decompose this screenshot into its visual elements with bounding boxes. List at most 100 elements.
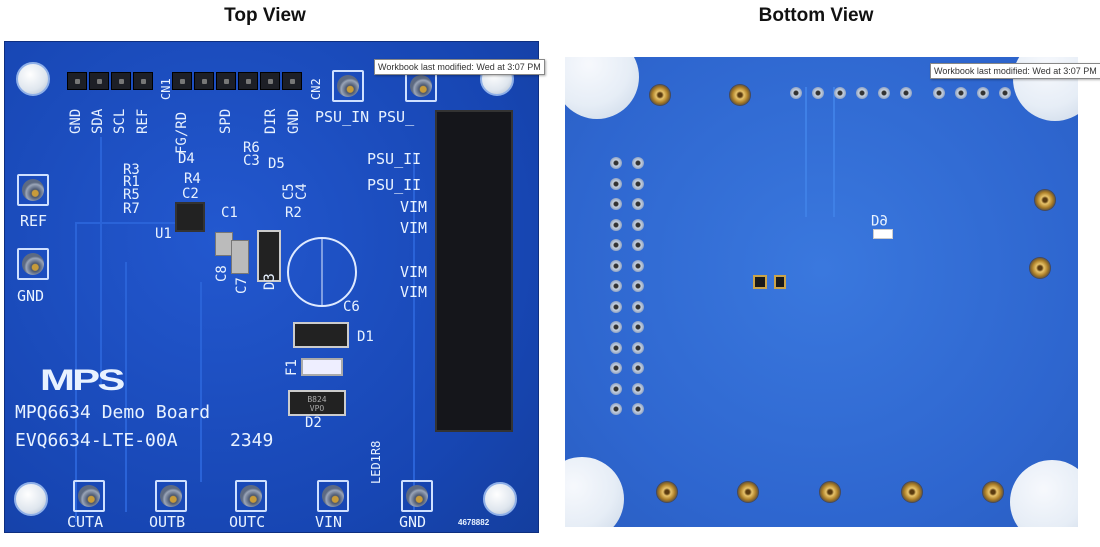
silk-label: C3 (243, 153, 260, 169)
bottom-view-board-photo: D9 (565, 57, 1078, 527)
pin-pad (632, 239, 644, 251)
test-point (155, 480, 187, 512)
pin-pad (632, 362, 644, 374)
silk-label: REF (20, 212, 48, 230)
silk-label: VIN (315, 513, 343, 531)
test-point (73, 480, 105, 512)
silk-label: C4 (294, 183, 310, 200)
pin-pad (632, 321, 644, 333)
silk-label: PSU_IN (315, 108, 370, 126)
ic-u1 (175, 202, 205, 232)
pin-pad (632, 280, 644, 292)
pin-pad (632, 218, 644, 231)
top-view-board-photo: GND SDA SCL REF CN1 FG/RD SPD DIR GND CN… (5, 42, 538, 532)
tooltip: Workbook last modified: Wed at 3:07 PM (930, 63, 1100, 79)
pin-pad (610, 239, 622, 251)
serial-number: 4678882 (458, 518, 490, 527)
fuse-f1 (301, 358, 343, 376)
pin-pad (812, 87, 824, 99)
pin-pad (977, 87, 989, 99)
silk-label: D1 (357, 329, 374, 345)
silk-label: CN1 (159, 78, 173, 100)
tooltip: Workbook last modified: Wed at 3:07 PM (374, 59, 545, 75)
pin-pad (610, 280, 622, 292)
silk-label: SCL (112, 108, 128, 134)
mounting-hole (16, 62, 50, 96)
pin-pad (955, 87, 967, 99)
pin-pad (790, 87, 802, 99)
pin-pad (610, 362, 622, 374)
silk-label: D3 (262, 273, 278, 290)
silk-label: OUTB (149, 513, 186, 531)
silk-label: PSU_II (367, 150, 422, 168)
date-code: 2349 (230, 430, 274, 451)
test-point (317, 480, 349, 512)
silk-label: PSU_ (378, 108, 415, 126)
silk-label: C1 (221, 205, 238, 221)
pin-pad (999, 87, 1011, 99)
pin-pad (610, 300, 622, 313)
silk-label: GND (17, 287, 45, 305)
silk-label: D4 (178, 151, 195, 167)
silk-label: R6 (243, 140, 260, 156)
silk-label: U1 (155, 226, 172, 242)
pin-pad (632, 259, 644, 272)
pin-pad (632, 403, 644, 415)
top-view-title: Top View (224, 5, 306, 26)
pin-pad (610, 382, 622, 395)
silk-label: LED1R8 (369, 440, 383, 484)
diode-d3 (257, 230, 281, 282)
silk-label: R7 (123, 201, 140, 217)
test-point (401, 480, 433, 512)
pin-pad (878, 87, 890, 99)
pin-pad (632, 382, 644, 395)
silk-label: F1 (284, 359, 300, 376)
pin-pad (610, 341, 622, 354)
silk-label: C2 (182, 186, 199, 202)
silk-label: R1 (123, 174, 140, 190)
silk-label: D2 (305, 415, 322, 431)
pin-pad (610, 218, 622, 231)
silk-label: SPD (218, 108, 234, 134)
capacitor-c6-footprint (287, 237, 357, 307)
board-name: MPQ6634 Demo Board (15, 402, 211, 423)
silk-label: VIM (400, 198, 428, 216)
silk-label: PSU_II (367, 176, 422, 194)
silk-label: SDA (90, 108, 106, 134)
mounting-hole (14, 482, 48, 516)
pin-pad (632, 198, 644, 210)
silk-label: OUTC (229, 513, 266, 531)
silk-label: R2 (285, 205, 302, 221)
silk-label: R5 (123, 187, 140, 203)
pin-pad (933, 87, 945, 99)
silk-label: C8 (214, 265, 230, 282)
pin-pad (610, 321, 622, 333)
pin-pad (610, 259, 622, 272)
pin-pad (834, 87, 846, 99)
pin-pad (610, 157, 622, 169)
silk-label: CUTA (67, 513, 104, 531)
pin-pad (632, 177, 644, 190)
silk-label: R4 (184, 171, 201, 187)
silk-label: VIM (400, 219, 428, 237)
bottom-view-title: Bottom View (758, 5, 874, 26)
diode-d1 (293, 322, 349, 348)
mps-logo: MPS (40, 364, 125, 397)
pin-pad (632, 341, 644, 354)
test-point (17, 248, 49, 280)
silk-label: DIR (263, 108, 279, 134)
pin-pad (610, 403, 622, 415)
pin-pad (632, 157, 644, 169)
pin-pad (610, 177, 622, 190)
ribbon-connector (435, 110, 513, 432)
silk-label: GND (399, 513, 427, 531)
pin-pad (610, 198, 622, 210)
silk-label: GND (68, 108, 84, 134)
silk-label: GND (286, 108, 302, 134)
test-point (17, 174, 49, 206)
part-number: EVQ6634-LTE-00A (15, 430, 178, 451)
test-point (332, 70, 364, 102)
mounting-hole (483, 482, 517, 516)
pin-pad (900, 87, 912, 99)
